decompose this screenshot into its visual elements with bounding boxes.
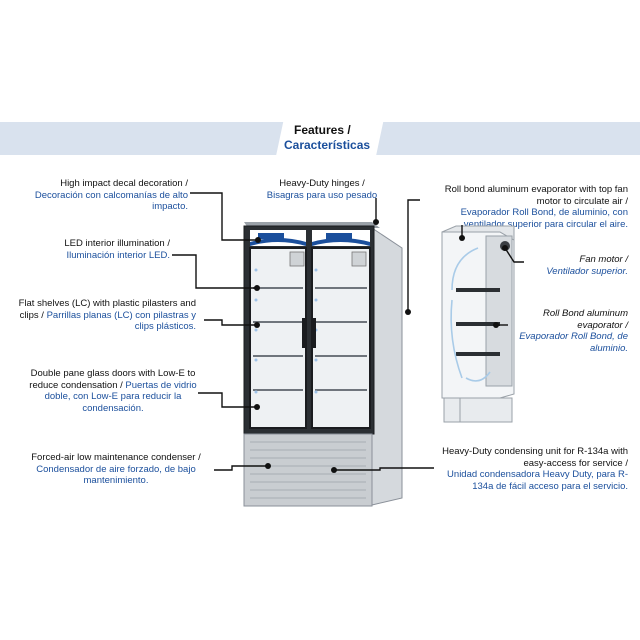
- callout-glass-doors: Double pane glass doors with Low-E to re…: [28, 368, 198, 414]
- callout-roll-bond: Roll Bond aluminum evaporator / Evaporad…: [512, 308, 628, 354]
- callout-condenser-es: Condensador de aire forzado, de bajo man…: [36, 463, 196, 487]
- callout-evaporator-top-es: Evaporador Roll Bond, de aluminio, con v…: [460, 207, 628, 230]
- fan-right: [351, 251, 367, 267]
- title-es: Características: [284, 138, 371, 152]
- fan-left: [289, 251, 305, 267]
- callout-condenser-en: Forced-air low maintenance condenser /: [31, 452, 201, 463]
- callout-decal-en: High impact decal decoration /: [60, 178, 188, 189]
- page-title: Features / Características: [284, 123, 374, 153]
- callout-led: LED interior illumination / Iluminación …: [20, 238, 170, 261]
- callout-hinges: Heavy-Duty hinges / Bisagras para uso pe…: [252, 178, 392, 201]
- callout-evaporator-top: Roll bond aluminum evaporator with top f…: [420, 184, 628, 230]
- callout-led-es: Iluminación interior LED.: [66, 249, 171, 261]
- leader-dots: [254, 219, 508, 473]
- callout-evaporator-top-en: Roll bond aluminum evaporator with top f…: [444, 184, 628, 207]
- callout-led-en: LED interior illumination /: [64, 238, 170, 249]
- callout-glass-doors-en: Double pane glass doors with Low-E to re…: [29, 368, 196, 391]
- callout-fan-motor-es: Ventilador superior.: [546, 265, 628, 277]
- title-en: Features /: [294, 123, 351, 137]
- callout-condensing-unit-es: Unidad condensadora Heavy Duty, para R-1…: [447, 469, 628, 492]
- callout-condensing-unit: Heavy-Duty condensing unit for R-134a wi…: [428, 446, 628, 492]
- callout-fan-motor: Fan motor / Ventilador superior.: [530, 254, 628, 277]
- callout-glass-doors-es: Puertas de vidrio doble, con Low-E para …: [44, 379, 197, 414]
- callout-shelves-en: Flat shelves (LC) with plastic pilasters…: [18, 298, 196, 321]
- handle-right: [313, 318, 316, 348]
- callout-decal: High impact decal decoration / Decoració…: [20, 178, 188, 213]
- handle-left: [302, 318, 305, 348]
- callout-hinges-es: Bisagras para uso pesado: [266, 189, 378, 201]
- callout-shelves: Flat shelves (LC) with plastic pilasters…: [10, 298, 196, 333]
- callout-shelves-es: Parrillas planas (LC) con pilastras y cl…: [46, 309, 196, 333]
- right-door: [311, 247, 371, 429]
- callout-roll-bond-es: Evaporador Roll Bond, de aluminio.: [519, 331, 628, 354]
- callout-decal-es: Decoración con calcomanías de alto impac…: [34, 189, 188, 213]
- callout-condenser: Forced-air low maintenance condenser / C…: [18, 452, 214, 487]
- callout-roll-bond-en: Roll Bond aluminum evaporator /: [542, 308, 628, 331]
- callout-hinges-en: Heavy-Duty hinges /: [279, 178, 365, 189]
- leader-lines: [172, 192, 524, 471]
- callout-condensing-unit-en: Heavy-Duty condensing unit for R-134a wi…: [442, 446, 628, 469]
- cutaway-diagram: [441, 225, 515, 423]
- left-door: [249, 247, 307, 429]
- callout-fan-motor-en: Fan motor /: [579, 254, 628, 265]
